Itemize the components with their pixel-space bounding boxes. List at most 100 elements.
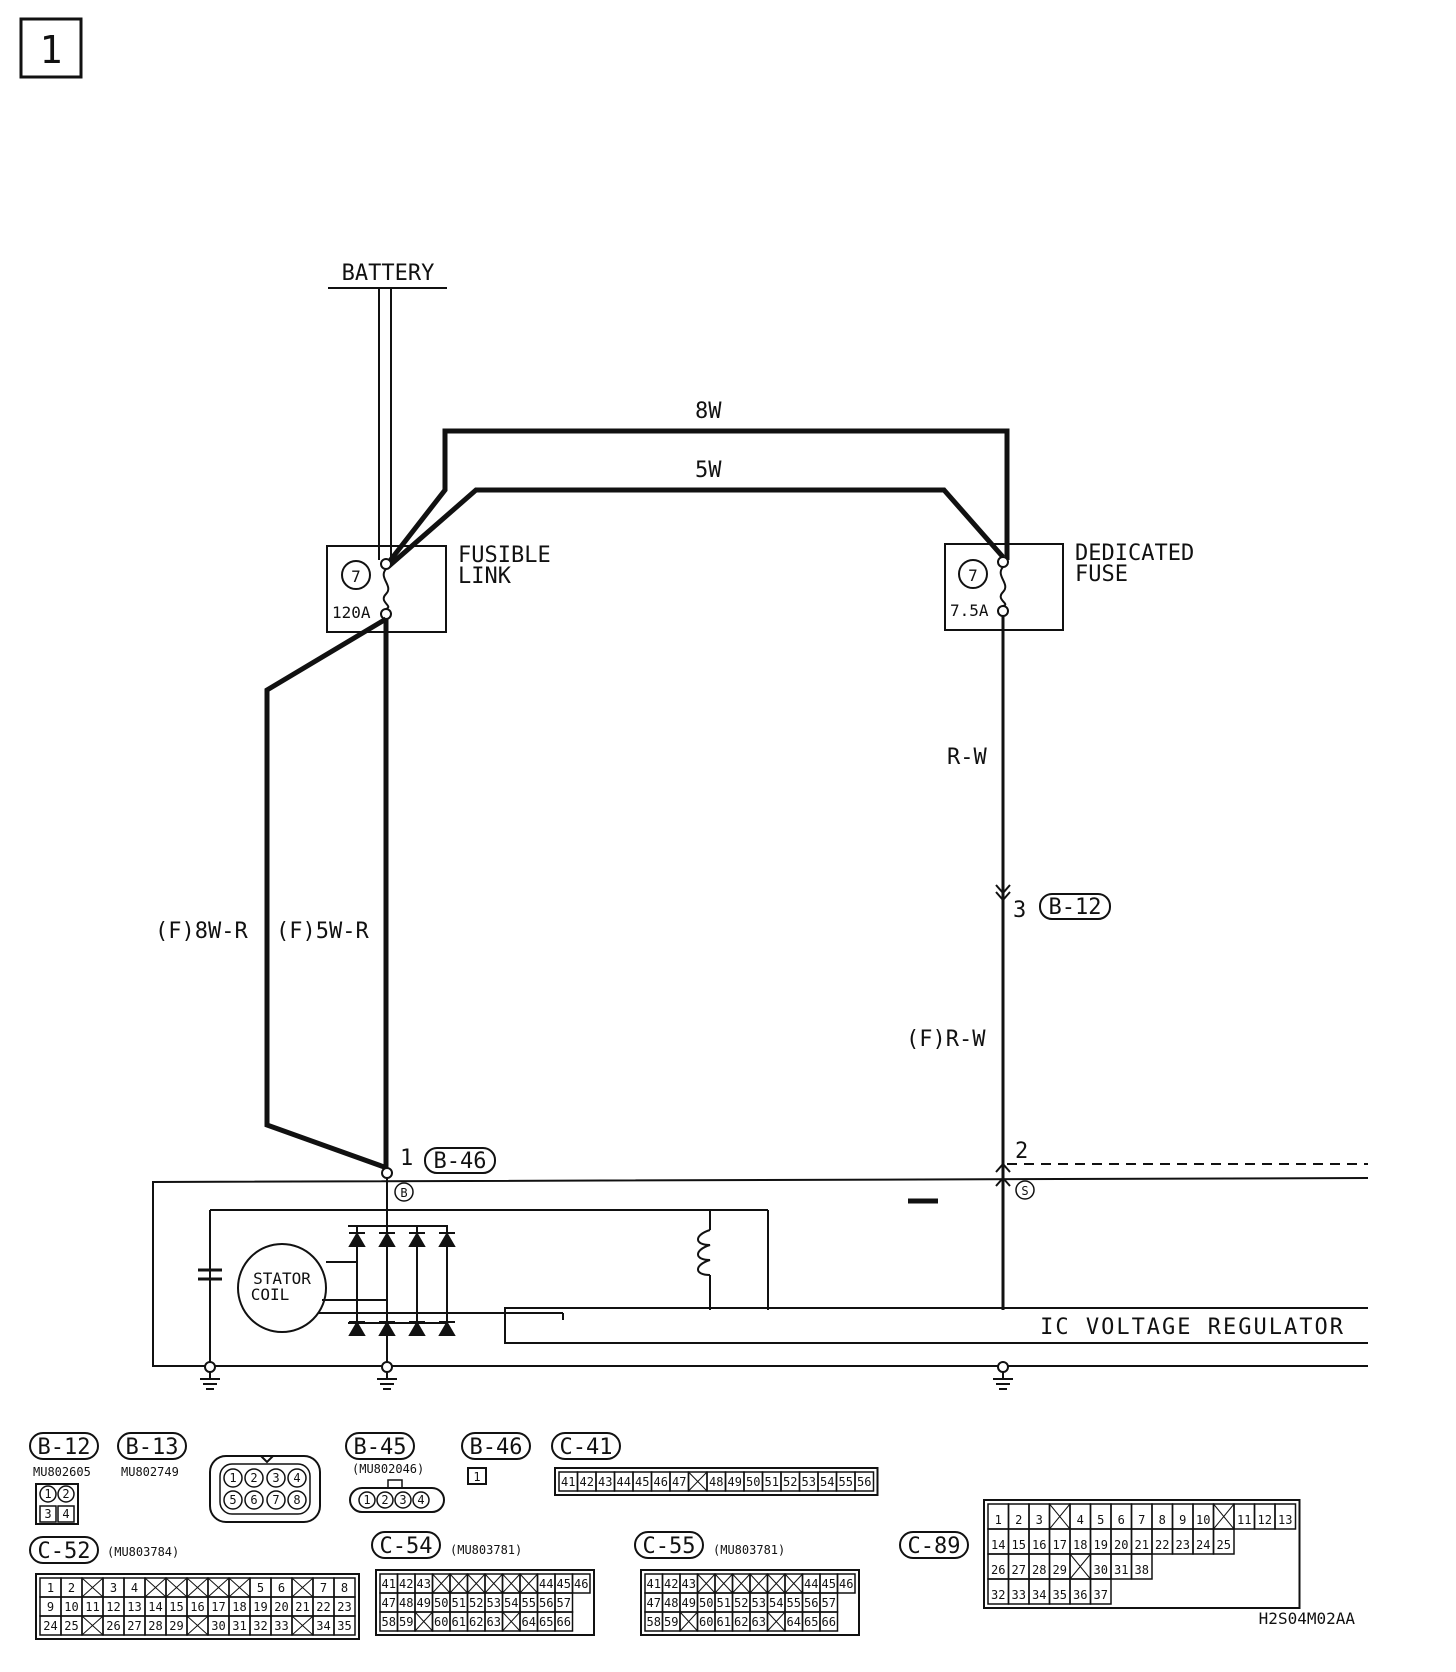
pin: 26 [991, 1563, 1005, 1577]
pin: 34 [316, 1619, 330, 1633]
pin: 2 [1015, 1513, 1022, 1527]
pin: 66 [822, 1615, 836, 1629]
pin: 8 [341, 1581, 348, 1595]
pin: 48 [709, 1475, 723, 1489]
pin: 52 [783, 1475, 797, 1489]
pin: 54 [504, 1596, 518, 1610]
pin: 3 [272, 1471, 279, 1485]
pin: 64 [522, 1615, 536, 1629]
pin: 37 [1094, 1588, 1108, 1602]
b12-pin-number: 3 [1013, 898, 1026, 923]
pin: 45 [822, 1577, 836, 1591]
pin: 1 [229, 1471, 236, 1485]
fusible-link-number: 7 [351, 567, 361, 586]
pin: 2 [381, 1493, 388, 1507]
pin: 31 [232, 1619, 246, 1633]
pin: 66 [557, 1615, 571, 1629]
connector-b45-name: B-45 [354, 1435, 407, 1460]
pin: 10 [64, 1600, 78, 1614]
pin: 32 [991, 1588, 1005, 1602]
connector-b13-face: 1 2 3 4 5 6 7 8 [209, 1455, 321, 1523]
pin: 54 [820, 1475, 834, 1489]
pin: 50 [434, 1596, 448, 1610]
pin: 32 [253, 1619, 267, 1633]
battery-label: BATTERY [342, 261, 435, 286]
b46-pin-number: 1 [400, 1146, 413, 1171]
pin: 52 [469, 1596, 483, 1610]
pin: 9 [47, 1600, 54, 1614]
pin-cell [819, 1611, 839, 1632]
pin: 47 [647, 1596, 661, 1610]
pin: 7 [272, 1493, 279, 1507]
pin-cell [571, 1573, 591, 1594]
pin: 25 [1217, 1538, 1231, 1552]
pin: 23 [1176, 1538, 1190, 1552]
pin: 47 [382, 1596, 396, 1610]
pin: 59 [399, 1615, 413, 1629]
pin-cell [1089, 1578, 1112, 1605]
connector-c89-name: C-89 [908, 1534, 961, 1559]
rectifier-diodes [348, 1232, 456, 1336]
pin: 35 [1053, 1588, 1067, 1602]
pin: 42 [399, 1577, 413, 1591]
pin: 43 [417, 1577, 431, 1591]
wire-r-w-label: R-W [947, 745, 987, 770]
pin: 49 [417, 1596, 431, 1610]
pin-cell [1274, 1503, 1297, 1530]
pin: 44 [617, 1475, 631, 1489]
b46-connector-tag: B-46 [434, 1149, 487, 1174]
pin: 38 [1135, 1563, 1149, 1577]
pin: 46 [574, 1577, 588, 1591]
pin: 8 [1159, 1513, 1166, 1527]
pin: 7 [320, 1581, 327, 1595]
pin: 19 [1094, 1538, 1108, 1552]
dedicated-fuse: 7 7.5A [944, 543, 1064, 631]
ground-symbol [200, 1361, 220, 1390]
pin: 41 [382, 1577, 396, 1591]
pin: 5 [229, 1493, 236, 1507]
dedicated-fuse-rating: 7.5A [950, 601, 989, 620]
pin: 33 [1012, 1588, 1026, 1602]
pin: 61 [452, 1615, 466, 1629]
pin: 4 [131, 1581, 138, 1595]
wire-f8w-r-label: (F)8W-R [155, 919, 248, 944]
pin: 25 [64, 1619, 78, 1633]
pin: 18 [1073, 1538, 1087, 1552]
pin: 21 [295, 1600, 309, 1614]
wire-f8w-r [264, 616, 388, 1171]
pin: 2 [68, 1581, 75, 1595]
pin: 36 [1073, 1588, 1087, 1602]
page-number-box: 1 [19, 17, 83, 79]
pin: 15 [1012, 1538, 1026, 1552]
pin: 1 [44, 1487, 51, 1501]
pin: 46 [654, 1475, 668, 1489]
battery-cable [378, 289, 392, 560]
pin: 57 [557, 1596, 571, 1610]
pin: 47 [672, 1475, 686, 1489]
pin: 53 [752, 1596, 766, 1610]
pin: 45 [635, 1475, 649, 1489]
page-number: 1 [40, 28, 63, 72]
pin: 59 [664, 1615, 678, 1629]
pin: 46 [839, 1577, 853, 1591]
pin: 42 [664, 1577, 678, 1591]
pin: 24 [1196, 1538, 1210, 1552]
pin: 64 [787, 1615, 801, 1629]
dedicated-fuse-label-2: FUSE [1075, 562, 1128, 587]
pin: 19 [253, 1600, 267, 1614]
pin: 1 [47, 1581, 54, 1595]
stator-label-2: COIL [251, 1285, 290, 1304]
pin: 44 [804, 1577, 818, 1591]
pin: 24 [43, 1619, 57, 1633]
pin: 20 [1114, 1538, 1128, 1552]
pin: 58 [382, 1615, 396, 1629]
connector-b12-face: 1 2 3 4 [35, 1483, 79, 1525]
pin: 45 [557, 1577, 571, 1591]
pin: 43 [682, 1577, 696, 1591]
pin: 4 [1077, 1513, 1084, 1527]
s-terminal-marker [995, 1162, 1011, 1187]
wire-f-r-w-label: (F)R-W [906, 1027, 986, 1052]
pin: 9 [1179, 1513, 1186, 1527]
